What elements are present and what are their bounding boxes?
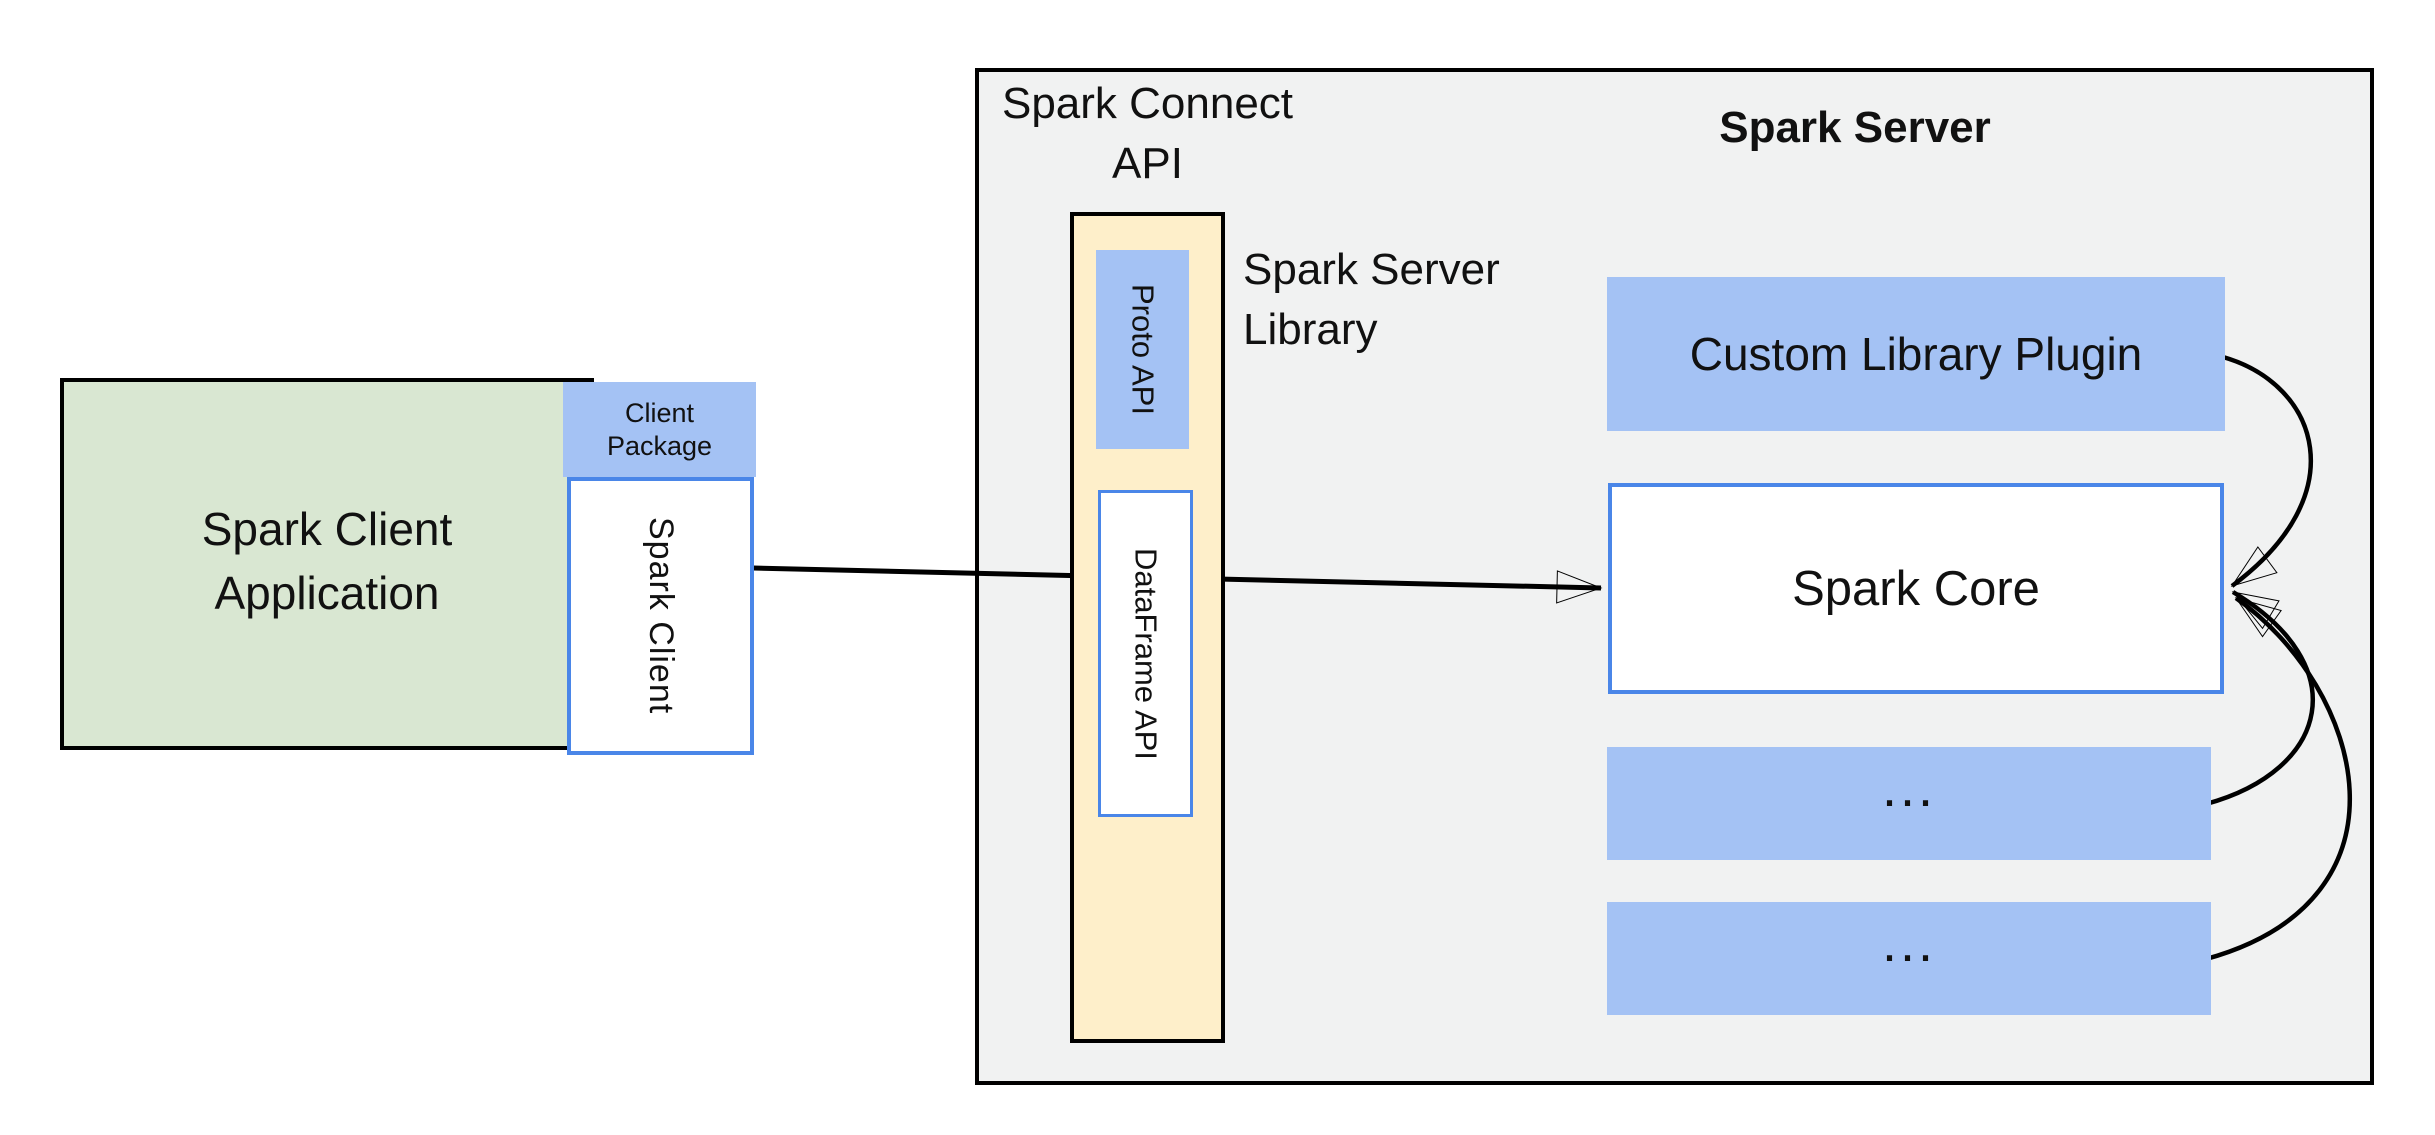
spark-server-library-label: Spark Server Library [1243,245,1500,354]
spark-client-application-label: Spark Client Application [201,503,453,619]
custom-library-plugin-label: Custom Library Plugin [1689,328,2143,380]
spark-server-title: Spark Server [1719,103,1991,152]
spark-connect-api-label: Spark Connect API [1001,79,1294,188]
spark-client-application-box: Spark Client Application [60,378,594,750]
module-placeholder-bottom-box: ... [1607,902,2211,1015]
custom-library-plugin-box: Custom Library Plugin [1607,277,2225,431]
proto-api-label: Proto API [1125,284,1161,415]
module-placeholder-top-label: ... [1881,757,1936,818]
module-placeholder-bottom-label: ... [1881,912,1936,973]
client-package-box: Client Package [563,382,756,477]
spark-core-box: Spark Core [1608,483,2224,694]
proto-api-box: Proto API [1096,250,1189,449]
spark-client-label: Spark Client [642,517,680,715]
client-package-label: Client Package [606,397,713,461]
dataframe-api-label: DataFrame API [1128,547,1164,760]
spark-client-box: Spark Client [567,477,754,755]
spark-core-label: Spark Core [1792,561,2040,616]
dataframe-api-box: DataFrame API [1098,490,1193,817]
module-placeholder-top-box: ... [1607,747,2211,860]
